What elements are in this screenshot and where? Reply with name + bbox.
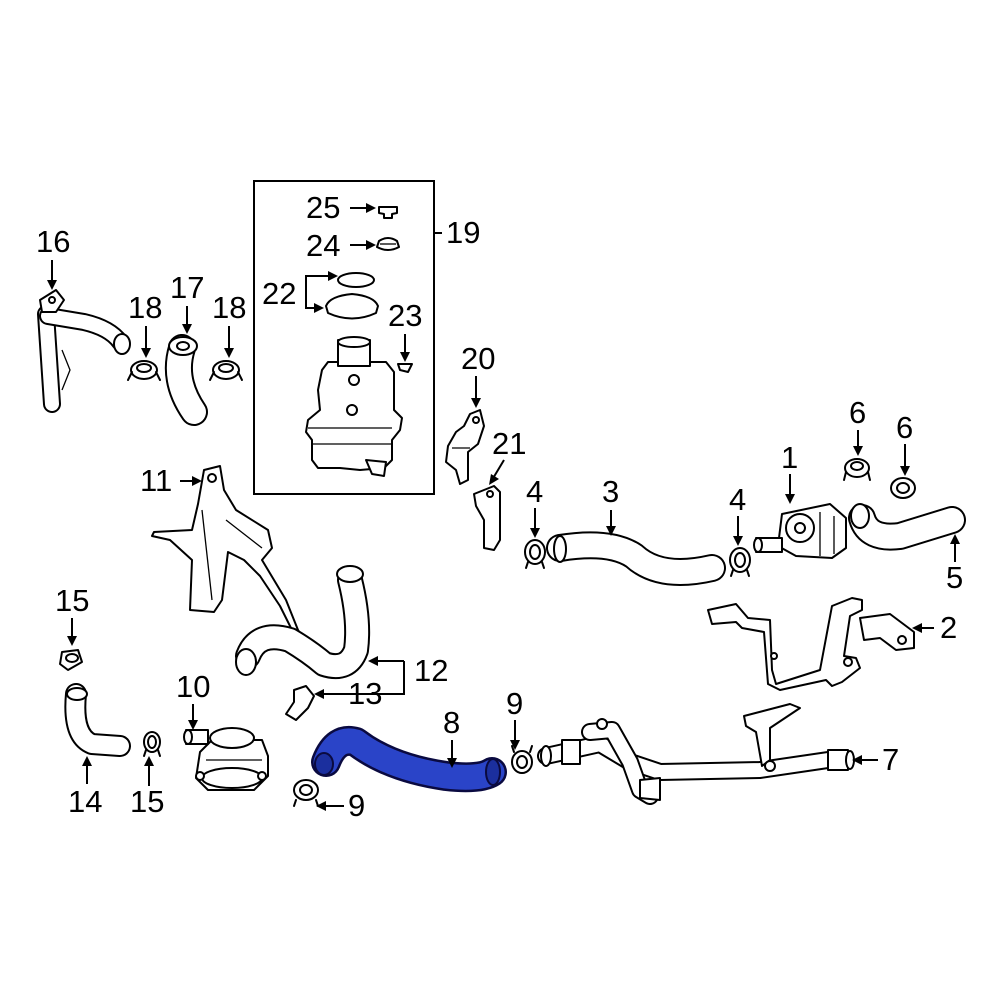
- label-13: 13: [348, 676, 382, 711]
- label-19: 19: [446, 215, 480, 250]
- label-24: 24: [306, 228, 340, 263]
- label-25: 25: [306, 190, 340, 225]
- reservoir-kit-box: [253, 180, 442, 495]
- label-8: 8: [443, 705, 460, 740]
- part-1-pump[interactable]: [753, 503, 847, 559]
- label-6-left: 6: [849, 395, 866, 430]
- part-18-clamp-left[interactable]: [127, 360, 161, 381]
- label-12: 12: [414, 653, 448, 688]
- part-8-hose-highlighted[interactable]: [311, 726, 507, 793]
- label-21: 21: [492, 426, 526, 461]
- part-24-grommet[interactable]: [376, 237, 400, 251]
- label-7: 7: [882, 742, 899, 777]
- label-2: 2: [940, 610, 957, 645]
- part-4-clamp-left[interactable]: [524, 539, 546, 569]
- part-23-clip[interactable]: [397, 363, 413, 373]
- part-13-clip[interactable]: [285, 685, 315, 721]
- label-4-left: 4: [526, 474, 543, 509]
- part-20-bracket[interactable]: [445, 409, 485, 485]
- label-6-right: 6: [896, 410, 913, 445]
- label-15-top: 15: [55, 583, 89, 618]
- label-1: 1: [781, 440, 798, 475]
- reservoir-tank[interactable]: [305, 336, 403, 477]
- callout-labels: 25 24 19 22 23 16 18 17 18 20 21 11 4 3 …: [36, 190, 963, 823]
- part-15-clamp-top[interactable]: [59, 649, 83, 671]
- leader-lines: [47, 203, 960, 811]
- label-20: 20: [461, 341, 495, 376]
- part-22-oring-cap[interactable]: [325, 272, 379, 320]
- label-18-left: 18: [128, 290, 162, 325]
- part-16-pipe[interactable]: [37, 289, 131, 413]
- label-23: 23: [388, 298, 422, 333]
- label-10: 10: [176, 669, 210, 704]
- part-6-clamp-left[interactable]: [843, 458, 871, 481]
- label-11: 11: [140, 463, 172, 498]
- label-5: 5: [946, 560, 963, 595]
- part-9-clamp-top[interactable]: [511, 745, 533, 774]
- part-3-hose[interactable]: [546, 531, 726, 586]
- part-9-clamp-bottom[interactable]: [293, 779, 319, 807]
- part-12-hose[interactable]: [235, 565, 371, 680]
- label-9-top: 9: [506, 686, 523, 721]
- label-3: 3: [602, 474, 619, 509]
- label-15-bottom: 15: [130, 784, 164, 819]
- part-4-clamp-right[interactable]: [729, 547, 751, 577]
- part-18-clamp-right[interactable]: [209, 360, 243, 381]
- part-11-bracket[interactable]: [151, 465, 305, 643]
- part-6-clamp-right[interactable]: [890, 477, 916, 499]
- part-5-hose[interactable]: [848, 503, 966, 551]
- label-18-right: 18: [212, 290, 246, 325]
- label-17: 17: [170, 270, 204, 305]
- label-4-right: 4: [729, 482, 746, 517]
- label-16: 16: [36, 224, 70, 259]
- part-14-hose[interactable]: [64, 683, 131, 757]
- label-14: 14: [68, 784, 102, 819]
- part-17-hose[interactable]: [164, 334, 208, 426]
- part-7-pipe[interactable]: [537, 703, 855, 805]
- part-2-bracket[interactable]: [707, 597, 915, 691]
- part-21-bracket[interactable]: [473, 485, 501, 551]
- part-15-clamp-bottom[interactable]: [143, 731, 161, 757]
- label-9-bottom: 9: [348, 788, 365, 823]
- part-10-pump[interactable]: [183, 727, 269, 791]
- label-22: 22: [262, 276, 296, 311]
- part-25-cap[interactable]: [378, 206, 398, 219]
